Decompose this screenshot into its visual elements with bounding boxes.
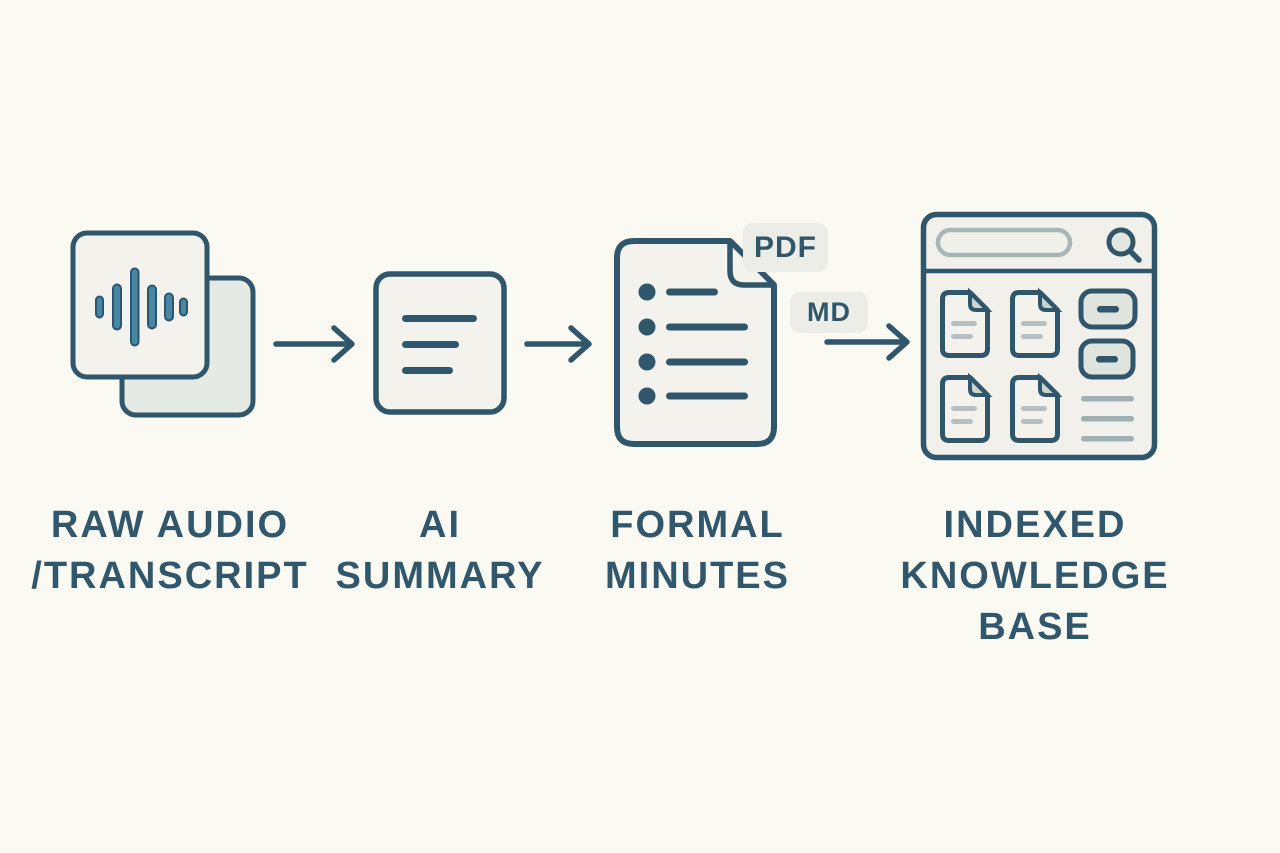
label-line: BASE (978, 606, 1092, 648)
label-line: RAW AUDIO (50, 504, 290, 546)
label-line: INDEXED (943, 504, 1127, 546)
label-line: SUMMARY (335, 555, 545, 597)
search-icon (1106, 227, 1142, 263)
text-lines (1081, 396, 1134, 442)
label-line: KNOWLEDGE (900, 555, 1170, 597)
waveform-bars (95, 267, 188, 347)
label-raw-audio-transcript: RAW AUDIO /TRANSCRIPT (10, 500, 330, 602)
flow-arrow-1 (270, 322, 362, 366)
label-indexed-knowledge-base: INDEXED KNOWLEDGE BASE (885, 500, 1185, 653)
tag-button (1078, 338, 1136, 380)
bulleted-document-icon (614, 238, 777, 447)
tag-button (1078, 288, 1138, 330)
md-format-badge: MD (790, 292, 868, 333)
arrow-right-icon (273, 325, 355, 363)
label-line: /TRANSCRIPT (31, 555, 309, 597)
arrow-right-icon (824, 323, 910, 361)
step-indexed-knowledge-base (919, 210, 1159, 462)
document-icon (940, 287, 993, 358)
label-line: AI (419, 504, 461, 546)
audio-waveform-stack-icon (70, 230, 256, 418)
label-line: MINUTES (605, 555, 790, 597)
flow-arrow-3 (821, 321, 916, 365)
knowledge-base-window-icon (920, 211, 1158, 461)
step-ai-summary (372, 270, 508, 416)
label-formal-minutes: FORMAL MINUTES (585, 500, 810, 602)
document-icon (1010, 372, 1063, 443)
arrow-right-icon (524, 325, 592, 363)
flow-arrow-2 (521, 322, 599, 366)
search-field (935, 227, 1073, 258)
label-ai-summary: AI SUMMARY (330, 500, 550, 602)
bullet-list (638, 283, 748, 405)
label-line: FORMAL (610, 504, 785, 546)
document-icon (940, 372, 993, 443)
pdf-format-badge: PDF (743, 223, 828, 272)
summary-document-icon (373, 271, 507, 415)
document-icon (1010, 287, 1063, 358)
step-raw-audio-transcript (68, 228, 258, 424)
step-formal-minutes (614, 237, 779, 449)
document-grid (940, 287, 1063, 443)
